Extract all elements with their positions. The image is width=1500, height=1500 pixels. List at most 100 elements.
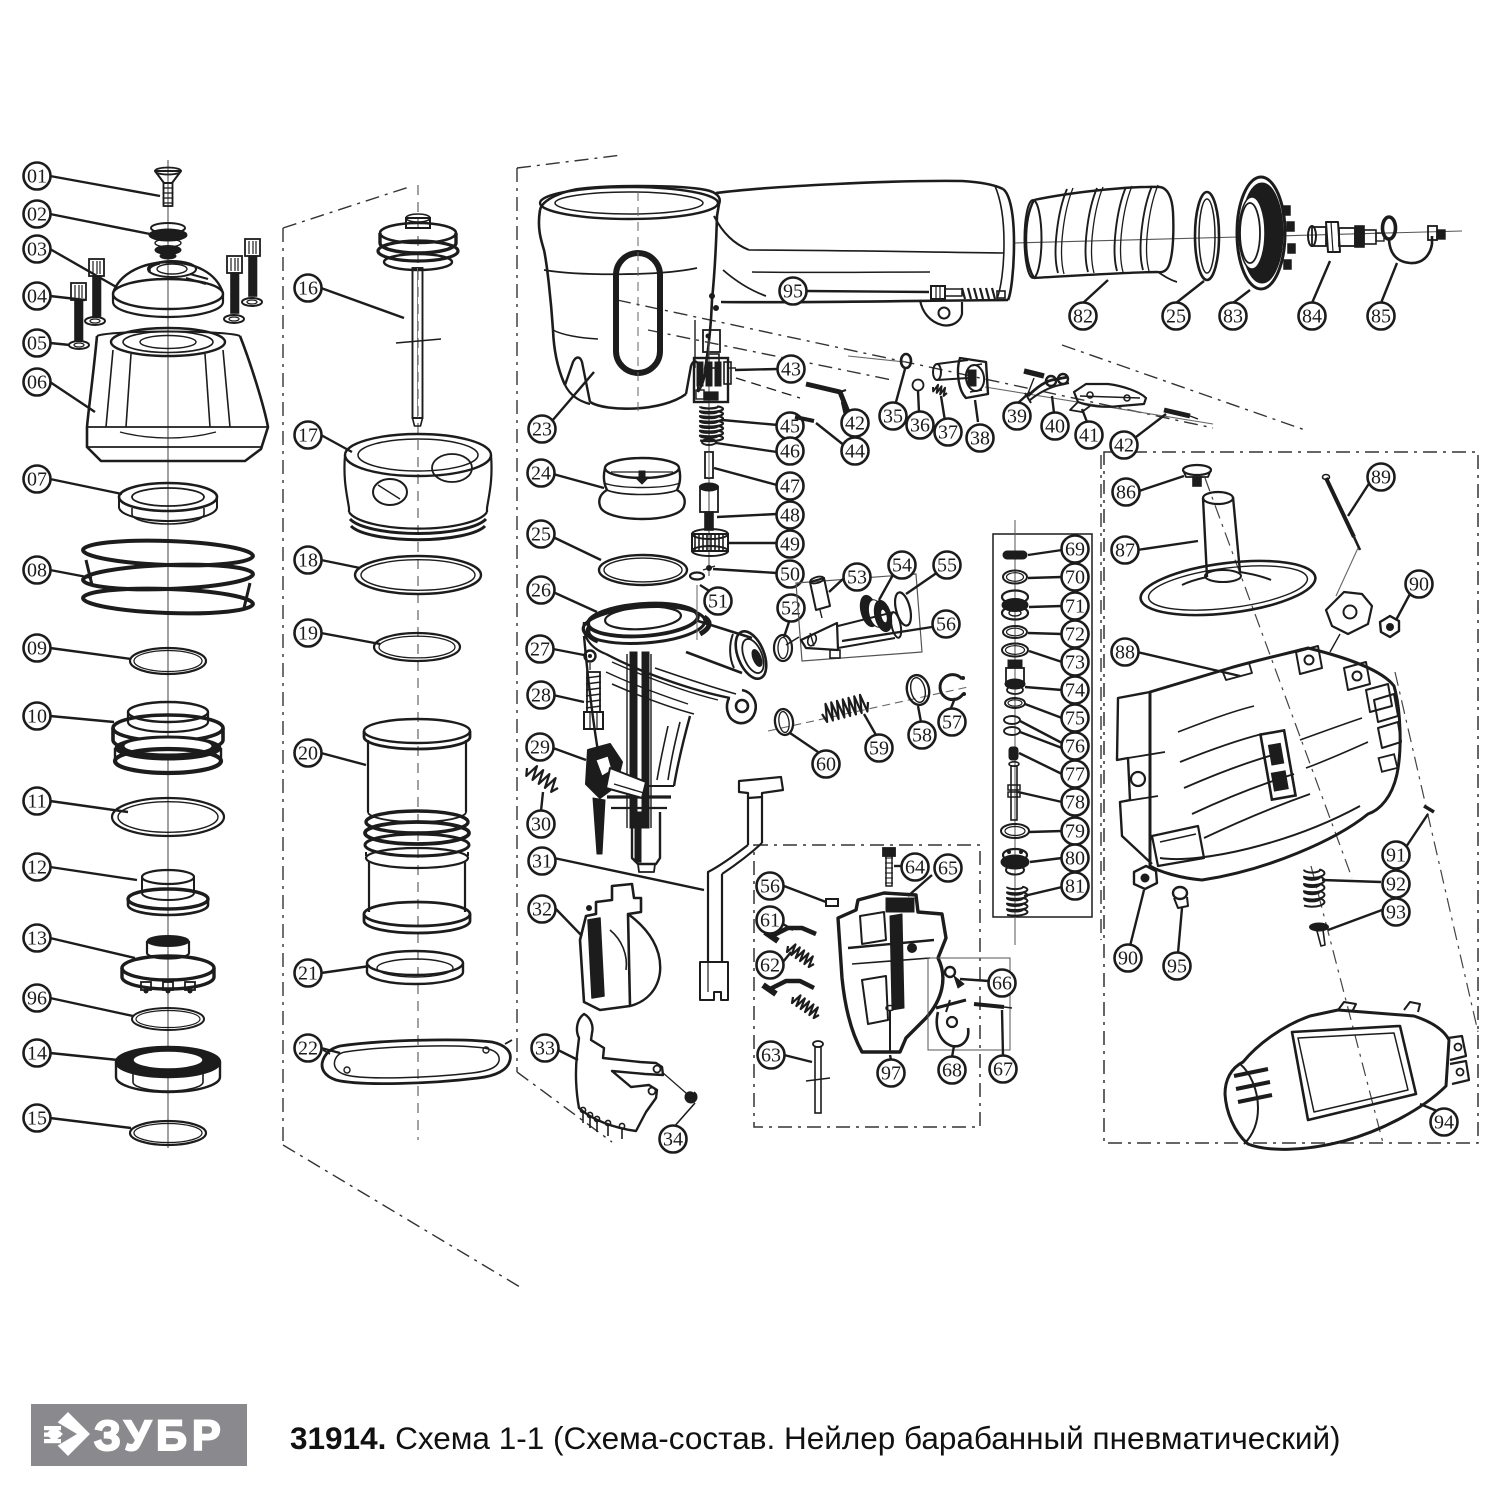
- svg-text:83: 83: [1223, 306, 1243, 328]
- svg-text:32: 32: [532, 899, 552, 921]
- svg-text:03: 03: [27, 239, 47, 261]
- svg-text:38: 38: [970, 428, 990, 450]
- svg-text:55: 55: [937, 555, 957, 577]
- svg-text:63: 63: [761, 1045, 781, 1067]
- svg-text:81: 81: [1065, 876, 1085, 898]
- svg-text:70: 70: [1065, 567, 1085, 589]
- svg-text:80: 80: [1065, 848, 1085, 870]
- svg-text:69: 69: [1065, 539, 1085, 561]
- svg-text:25: 25: [531, 524, 551, 546]
- svg-text:05: 05: [27, 333, 47, 355]
- svg-text:54: 54: [892, 555, 912, 577]
- svg-text:59: 59: [869, 738, 889, 760]
- svg-text:40: 40: [1045, 416, 1065, 438]
- svg-text:50: 50: [780, 564, 800, 586]
- svg-text:52: 52: [781, 598, 801, 620]
- svg-text:33: 33: [535, 1038, 555, 1060]
- svg-text:84: 84: [1302, 306, 1322, 328]
- svg-text:08: 08: [27, 560, 47, 582]
- svg-text:65: 65: [938, 858, 958, 880]
- svg-text:67: 67: [993, 1059, 1013, 1081]
- svg-text:26: 26: [531, 580, 551, 602]
- svg-text:23: 23: [532, 419, 552, 441]
- svg-text:62: 62: [760, 955, 780, 977]
- svg-text:21: 21: [298, 963, 318, 985]
- svg-text:71: 71: [1065, 596, 1085, 618]
- svg-text:36: 36: [910, 415, 930, 437]
- svg-text:ЗУБР: ЗУБР: [94, 1412, 226, 1460]
- svg-text:14: 14: [27, 1043, 47, 1065]
- svg-text:77: 77: [1065, 764, 1085, 786]
- svg-text:22: 22: [298, 1038, 318, 1060]
- svg-text:53: 53: [847, 567, 867, 589]
- svg-text:11: 11: [27, 791, 46, 813]
- svg-text:01: 01: [27, 166, 47, 188]
- svg-text:75: 75: [1065, 708, 1085, 730]
- svg-text:48: 48: [780, 505, 800, 527]
- svg-text:86: 86: [1116, 482, 1136, 504]
- svg-text:25: 25: [1166, 306, 1186, 328]
- svg-text:94: 94: [1434, 1112, 1454, 1134]
- svg-text:12: 12: [27, 857, 47, 879]
- svg-text:72: 72: [1065, 624, 1085, 646]
- svg-text:20: 20: [298, 743, 318, 765]
- svg-text:07: 07: [27, 469, 47, 491]
- svg-text:17: 17: [298, 425, 318, 447]
- svg-text:04: 04: [27, 286, 47, 308]
- svg-text:89: 89: [1371, 467, 1391, 489]
- svg-text:51: 51: [708, 591, 728, 613]
- svg-text:79: 79: [1065, 821, 1085, 843]
- svg-text:97: 97: [881, 1063, 901, 1085]
- svg-text:41: 41: [1079, 425, 1099, 447]
- svg-text:60: 60: [816, 754, 836, 776]
- svg-text:15: 15: [27, 1108, 47, 1130]
- svg-text:73: 73: [1065, 652, 1085, 674]
- svg-text:24: 24: [531, 463, 551, 485]
- svg-text:28: 28: [531, 685, 551, 707]
- svg-text:88: 88: [1115, 642, 1135, 664]
- svg-text:66: 66: [992, 973, 1012, 995]
- svg-text:57: 57: [942, 712, 962, 734]
- svg-text:10: 10: [27, 706, 47, 728]
- svg-text:68: 68: [942, 1060, 962, 1082]
- svg-text:18: 18: [298, 550, 318, 572]
- svg-text:78: 78: [1065, 792, 1085, 814]
- svg-text:30: 30: [531, 814, 551, 836]
- svg-text:74: 74: [1065, 680, 1085, 702]
- svg-text:16: 16: [298, 278, 318, 300]
- svg-text:46: 46: [780, 441, 800, 463]
- svg-text:27: 27: [530, 639, 550, 661]
- svg-text:96: 96: [27, 988, 47, 1010]
- svg-text:06: 06: [27, 372, 47, 394]
- svg-text:35: 35: [883, 406, 903, 428]
- svg-text:44: 44: [845, 441, 865, 463]
- svg-text:43: 43: [781, 359, 801, 381]
- svg-text:90: 90: [1118, 948, 1138, 970]
- svg-text:87: 87: [1115, 540, 1135, 562]
- svg-text:09: 09: [27, 638, 47, 660]
- svg-text:91: 91: [1386, 845, 1406, 867]
- svg-text:95: 95: [1167, 956, 1187, 978]
- svg-text:02: 02: [27, 204, 47, 226]
- svg-text:31: 31: [532, 851, 552, 873]
- svg-text:56: 56: [760, 876, 780, 898]
- svg-text:47: 47: [780, 476, 800, 498]
- svg-text:61: 61: [760, 910, 780, 932]
- svg-text:42: 42: [845, 413, 865, 435]
- svg-text:82: 82: [1073, 306, 1093, 328]
- svg-text:42: 42: [1114, 435, 1134, 457]
- svg-text:76: 76: [1065, 736, 1085, 758]
- svg-text:90: 90: [1409, 574, 1429, 596]
- svg-text:56: 56: [936, 614, 956, 636]
- svg-text:95: 95: [783, 281, 803, 303]
- svg-text:85: 85: [1371, 306, 1391, 328]
- svg-text:37: 37: [938, 422, 958, 444]
- svg-text:49: 49: [780, 534, 800, 556]
- svg-text:13: 13: [27, 928, 47, 950]
- svg-text:93: 93: [1386, 902, 1406, 924]
- svg-text:31914. Схема 1-1 (Схема-состав: 31914. Схема 1-1 (Схема-состав. Нейлер б…: [290, 1420, 1341, 1456]
- svg-text:58: 58: [912, 725, 932, 747]
- svg-text:19: 19: [298, 623, 318, 645]
- svg-text:39: 39: [1007, 406, 1027, 428]
- svg-text:45: 45: [780, 416, 800, 438]
